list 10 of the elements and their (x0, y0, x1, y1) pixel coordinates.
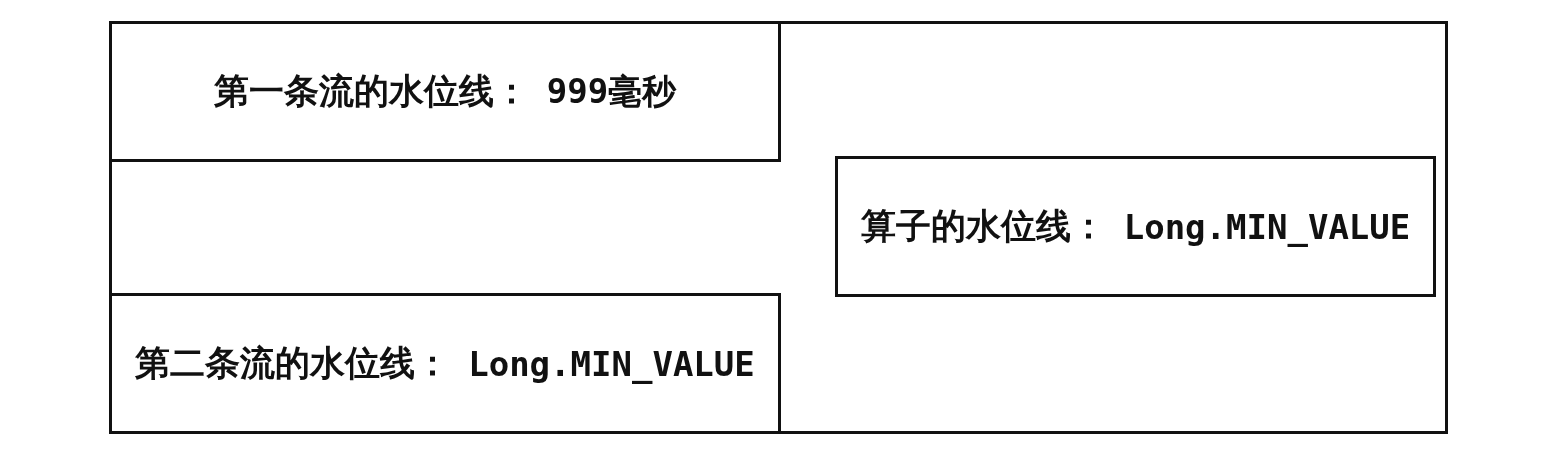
value-text: Long.MIN_VALUE (1123, 206, 1411, 247)
label-box (835, 156, 1436, 297)
outer-frame (109, 21, 1448, 434)
label-text: 算子的水位线： (860, 205, 1106, 248)
value-text: Long.MIN_VALUE (468, 343, 755, 384)
label-box (109, 293, 781, 434)
label-text: 第一条流的水位线： (213, 70, 529, 113)
value-text: 999毫秒 (546, 69, 677, 113)
label-text: 第二条流的水位线： (135, 342, 451, 385)
label-box (109, 21, 781, 162)
